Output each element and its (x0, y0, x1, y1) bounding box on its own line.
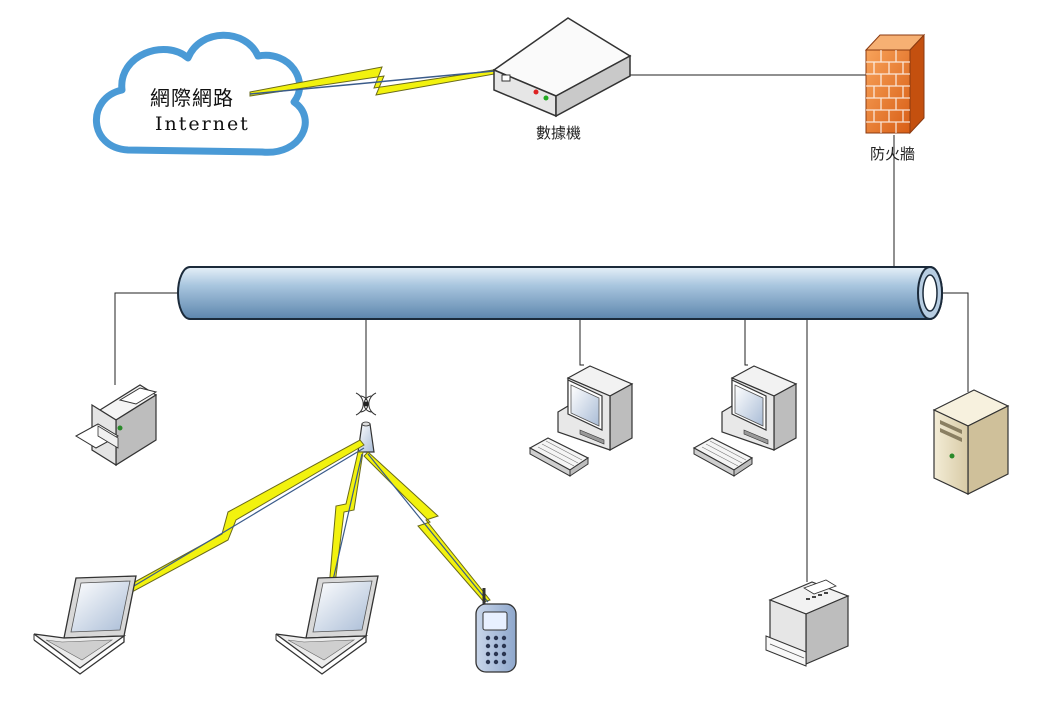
modem-device (492, 17, 632, 118)
firewall-device (864, 33, 926, 135)
laptop-1 (33, 575, 137, 675)
modem-label: 數據機 (536, 124, 582, 142)
printer-device (74, 384, 158, 467)
printer-link (114, 292, 178, 385)
laptop-2 (275, 575, 379, 675)
cloud-shape (93, 31, 309, 156)
wireless-links (101, 439, 491, 607)
firewall-label: 防火牆 (870, 145, 916, 163)
server-link (943, 292, 969, 392)
network-bus (177, 266, 943, 320)
internet-label-en: Internet (155, 113, 250, 135)
desktop-pc-1 (528, 365, 634, 477)
pc2-link (744, 320, 748, 366)
desktop-pc-2 (692, 365, 798, 477)
internet-cloud (93, 31, 309, 156)
server-tower (932, 389, 1010, 495)
internet-label-zh: 網際網路 (150, 86, 234, 110)
pc1-link (579, 320, 584, 366)
multifunction-printer (765, 579, 850, 667)
mobile-phone (475, 588, 517, 673)
wired-links (114, 74, 969, 582)
